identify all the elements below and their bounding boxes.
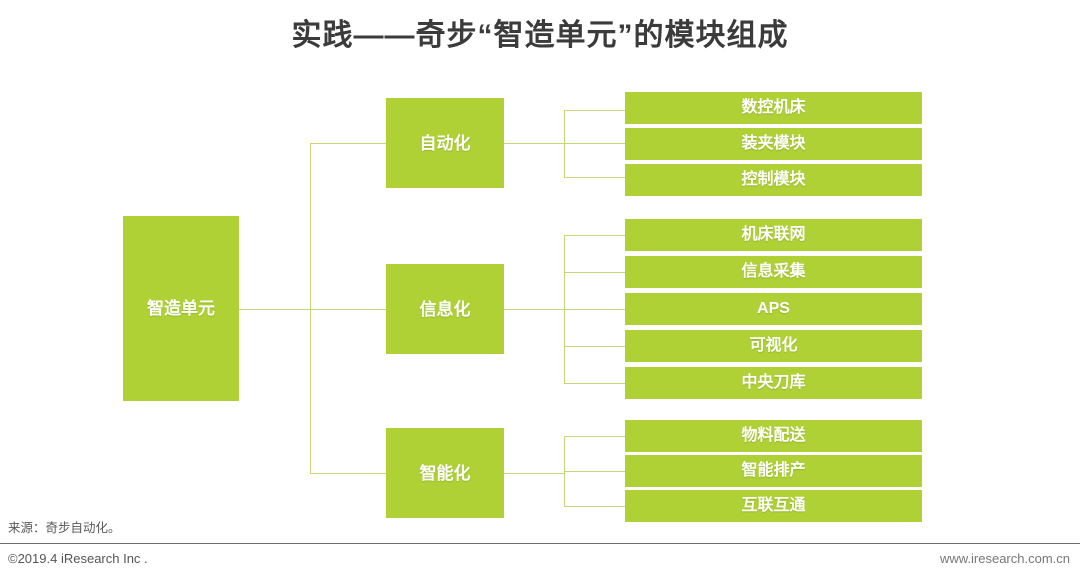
node-leaf[interactable]: 信息采集	[625, 256, 922, 288]
source-note: 来源：奇步自动化。	[8, 521, 121, 535]
website-url: www.iresearch.com.cn	[939, 551, 1070, 566]
page-title: 实践——奇步“智造单元”的模块组成	[291, 19, 789, 52]
connector-branch-2-stem	[504, 309, 564, 310]
node-branch-intelligence[interactable]: 智能化	[386, 428, 504, 518]
node-branch-automation[interactable]: 自动化	[386, 98, 504, 188]
connector-branch-3-leaf-2	[564, 471, 625, 472]
connector-branch-2-leaf-1	[564, 235, 625, 236]
connector-branch-2-leaf-3	[564, 309, 625, 310]
node-leaf[interactable]: APS	[625, 293, 922, 325]
connector-branch-2-leaf-2	[564, 272, 625, 273]
footer-divider	[0, 543, 1080, 545]
node-leaf[interactable]: 可视化	[625, 330, 922, 362]
connector-branch-2-leaf-5	[564, 383, 625, 384]
connector-branch-3-stem	[504, 473, 564, 474]
connector-branch-1-stem	[504, 143, 564, 144]
node-leaf[interactable]: 互联互通	[625, 490, 922, 522]
connector-branch-1-leaf-2	[564, 143, 625, 144]
node-branch-informatization[interactable]: 信息化	[386, 264, 504, 354]
node-leaf[interactable]: 机床联网	[625, 219, 922, 251]
node-leaf[interactable]: 控制模块	[625, 164, 922, 196]
node-leaf[interactable]: 数控机床	[625, 92, 922, 124]
connector-branch-3-leaf-1	[564, 436, 625, 437]
connector-trunk-to-branch-2	[310, 309, 386, 310]
connector-trunk-to-branch-1	[310, 143, 386, 144]
connector-branch-1-leaf-1	[564, 110, 625, 111]
connector-branch-2-leaf-4	[564, 346, 625, 347]
connector-branch-3-leaf-3	[564, 506, 625, 507]
node-root[interactable]: 智造单元	[123, 216, 239, 401]
node-leaf[interactable]: 物料配送	[625, 420, 922, 452]
copyright-text: ©2019.4 iResearch Inc .	[8, 551, 148, 566]
node-leaf[interactable]: 智能排产	[625, 455, 922, 487]
node-leaf[interactable]: 中央刀库	[625, 367, 922, 399]
connector-branch-1-leaf-3	[564, 177, 625, 178]
connector-root-stem	[238, 309, 310, 310]
connector-trunk-to-branch-3	[310, 473, 386, 474]
node-leaf[interactable]: 装夹模块	[625, 128, 922, 160]
connector-main-trunk	[310, 143, 311, 473]
